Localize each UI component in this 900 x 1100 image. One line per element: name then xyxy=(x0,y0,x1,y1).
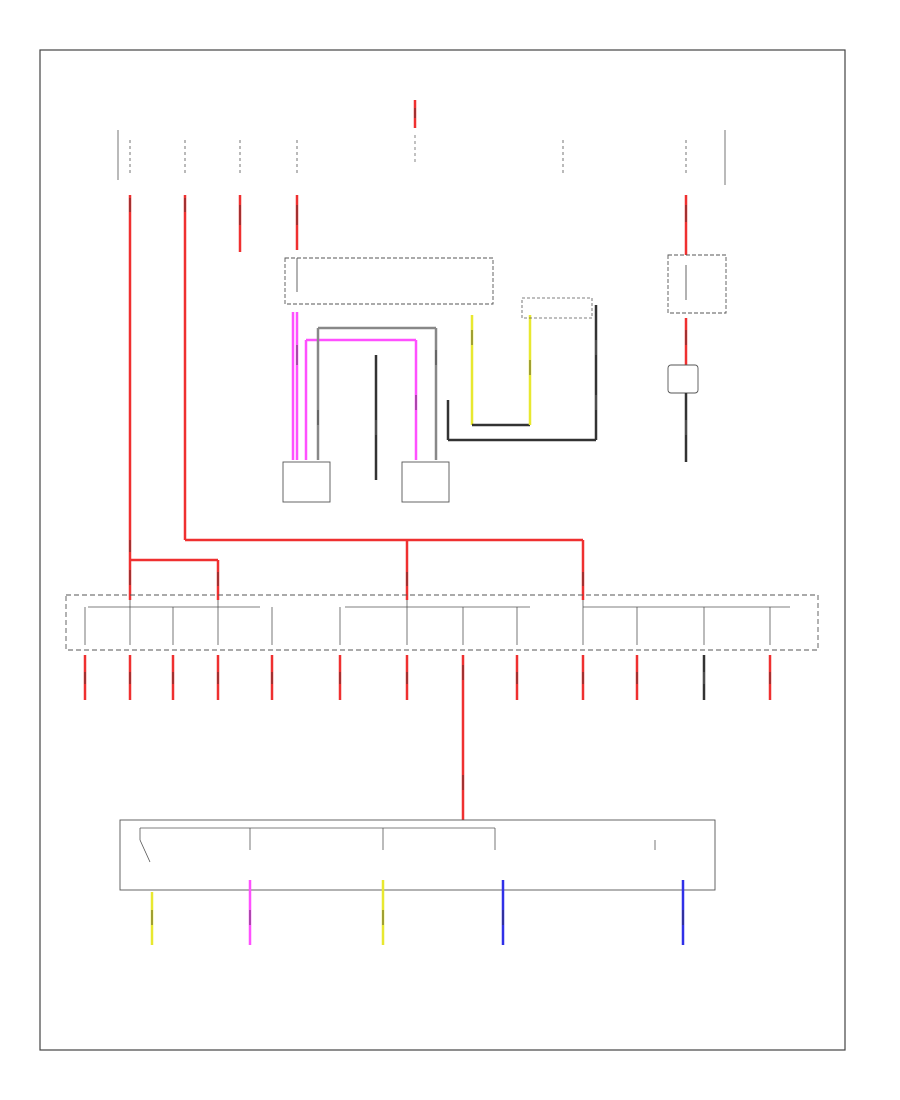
main-fuse-outputs xyxy=(83,655,772,820)
main-fuse-positions xyxy=(84,600,771,645)
top-fuses xyxy=(117,130,726,185)
left-red-feeds xyxy=(128,195,585,600)
diagram-frame xyxy=(39,49,846,1051)
middle-wiring xyxy=(291,312,438,480)
front-relays xyxy=(282,461,450,503)
ignition-outputs xyxy=(150,880,685,945)
right-chain xyxy=(667,195,727,462)
ignition-switch xyxy=(119,819,716,891)
relay-box-top xyxy=(284,257,494,305)
main-fuse-box xyxy=(65,594,819,651)
right-loop-wiring xyxy=(446,297,598,442)
